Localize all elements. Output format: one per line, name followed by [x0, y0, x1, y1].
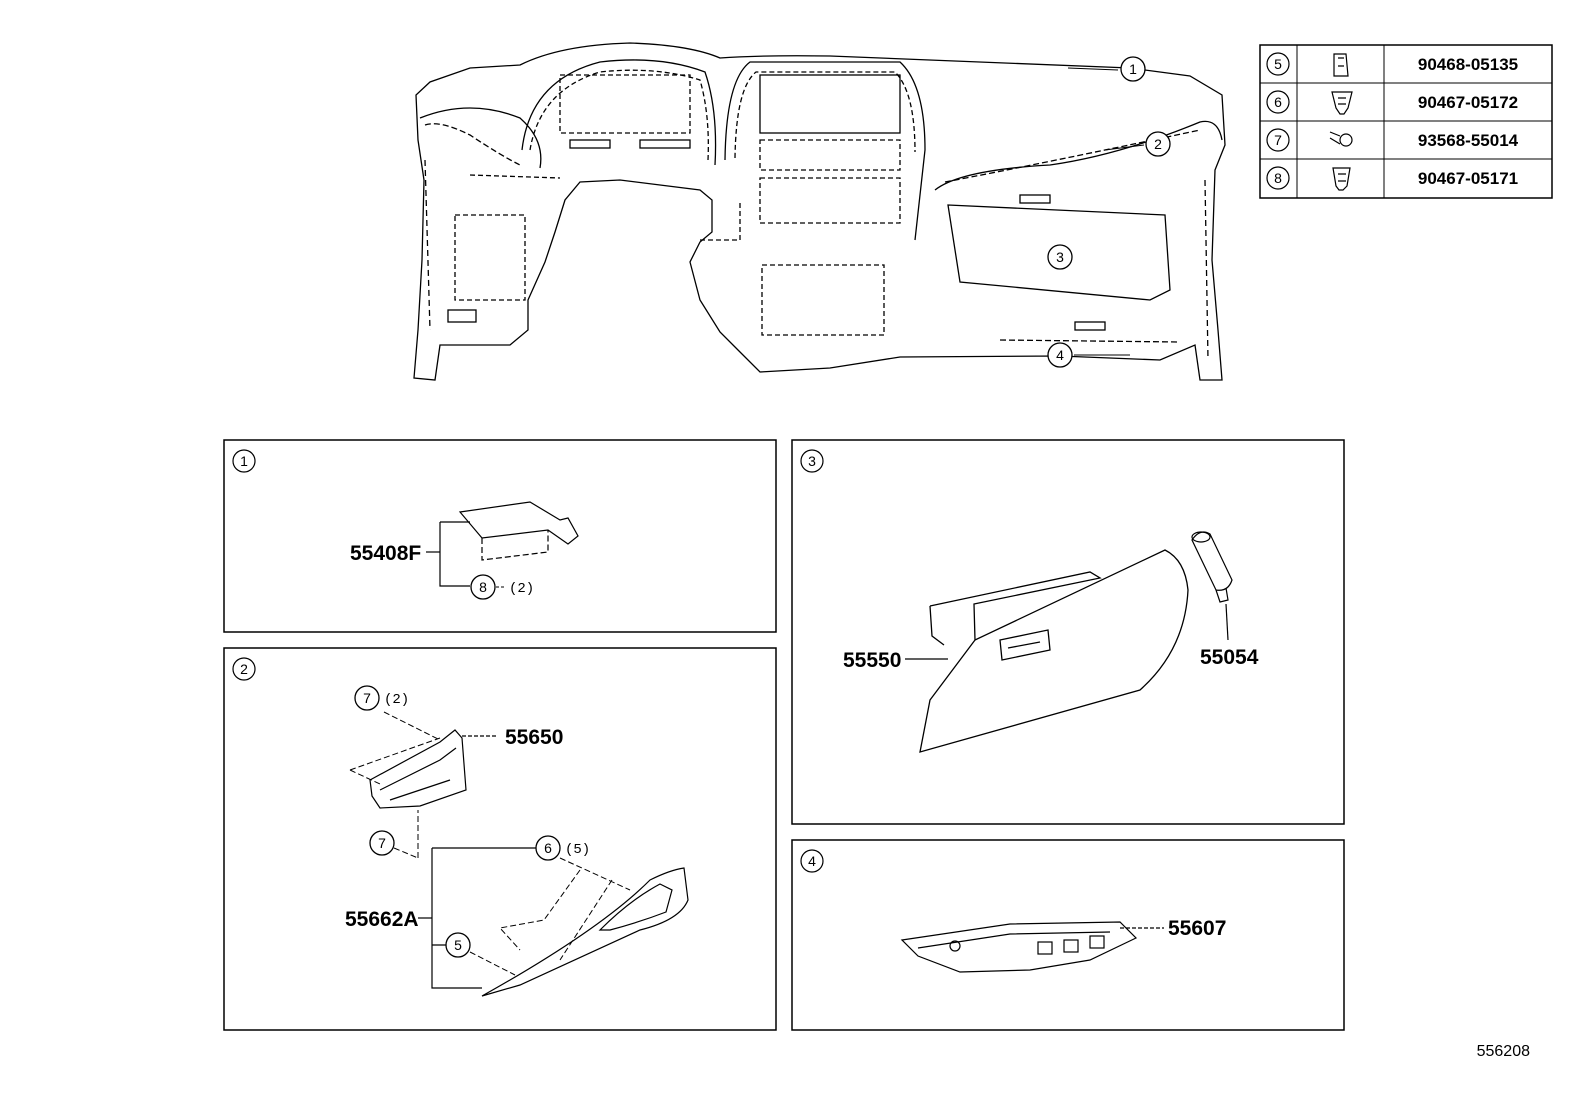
- panel-3: 3 55550 55054: [791, 439, 1345, 825]
- fastener-qty: (5): [565, 842, 590, 858]
- callout-2: 2: [1154, 136, 1162, 152]
- panel-2-ref: 2: [240, 661, 248, 677]
- table-row: 7 93568-55014: [1266, 128, 1519, 152]
- part-number-label: 55054: [1200, 646, 1259, 669]
- part-number-label: 55607: [1168, 917, 1226, 940]
- callout-4: 4: [1056, 347, 1064, 363]
- dashboard-illustration: [413, 42, 1226, 381]
- clip-icon: [1333, 53, 1349, 77]
- table-part-number: 93568-55014: [1418, 131, 1519, 150]
- table-ref: 8: [1274, 170, 1282, 186]
- striker-plate-illustration: [900, 921, 1138, 973]
- panel-2: 2 7 (2) 55650 7 55662A 6 (5) 5: [223, 647, 777, 1031]
- diagram-id: 556208: [1477, 1043, 1530, 1060]
- panel-3-ref: 3: [808, 453, 816, 469]
- trim-panel-illustration: [481, 867, 689, 997]
- fastener-qty: (2): [509, 581, 534, 597]
- table-part-number: 90468-05135: [1418, 55, 1518, 74]
- fastener-callout: 6: [544, 840, 552, 856]
- part-number-label: 55662A: [345, 908, 419, 931]
- part-number-label: 55408F: [350, 542, 421, 565]
- part-number-label: 55550: [843, 649, 901, 672]
- table-ref: 7: [1274, 132, 1282, 148]
- screw-icon: [1329, 131, 1353, 147]
- part-number-label: 55650: [505, 726, 563, 749]
- clip-icon: [1332, 167, 1351, 191]
- fastener-table: 5 90468-05135 6 90467-05172 7: [1259, 44, 1553, 199]
- table-part-number: 90467-05172: [1418, 93, 1518, 112]
- table-ref: 5: [1274, 56, 1282, 72]
- fastener-callout: 7: [378, 835, 386, 851]
- table-row: 8 90467-05171: [1266, 166, 1518, 191]
- bracket-illustration: [458, 501, 579, 561]
- fastener-callout: 7: [363, 690, 371, 706]
- clip-icon: [1331, 91, 1353, 115]
- glove-box-illustration: [919, 549, 1189, 753]
- fastener-callout: 8: [479, 579, 487, 595]
- lock-cylinder-illustration: [1191, 531, 1233, 603]
- fastener-callout: 5: [454, 937, 462, 953]
- panel-1-ref: 1: [240, 453, 248, 469]
- table-part-number: 90467-05171: [1418, 169, 1518, 188]
- table-row: 6 90467-05172: [1266, 90, 1518, 115]
- table-ref: 6: [1274, 94, 1282, 110]
- lower-cover-illustration: [369, 729, 467, 809]
- panel-4-ref: 4: [808, 853, 816, 869]
- fastener-qty: (2): [384, 692, 409, 708]
- callout-3: 3: [1056, 249, 1064, 265]
- main-callouts: 1 2 3 4: [1047, 56, 1171, 368]
- panel-4: 4 55607: [791, 839, 1345, 1031]
- callout-1: 1: [1129, 61, 1137, 77]
- table-row: 5 90468-05135: [1266, 52, 1518, 77]
- panel-1: 1 55408F 8 (2): [223, 439, 777, 633]
